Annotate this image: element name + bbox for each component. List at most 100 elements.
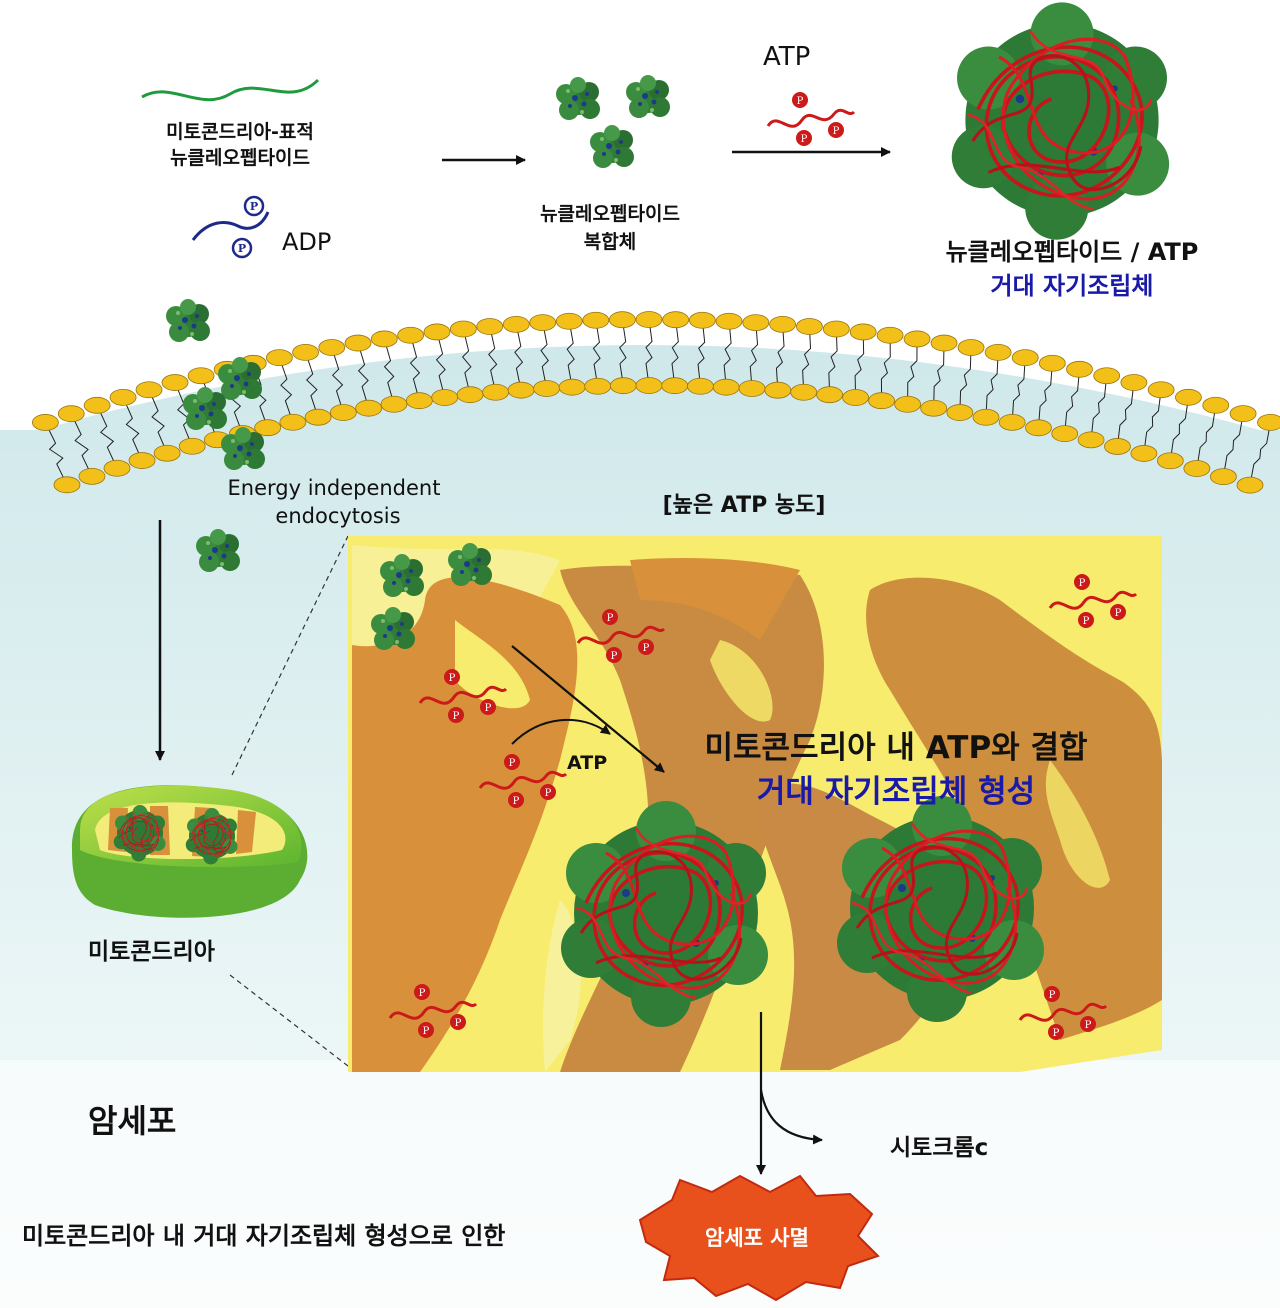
peptide-label-line1: 미토콘드리아-표적 <box>166 121 314 143</box>
lipid-head <box>608 311 636 329</box>
callout-line-bottom <box>229 974 349 1067</box>
peptide-strand <box>141 78 320 102</box>
lipid-head <box>635 311 663 328</box>
assembly-top <box>949 0 1171 242</box>
lipid-head <box>57 405 85 423</box>
lipid-head <box>903 330 931 348</box>
lipid-tail <box>148 389 168 454</box>
lipid-head <box>555 312 583 330</box>
lipid-head <box>329 404 357 421</box>
lipid-head <box>476 318 504 335</box>
cytochrome-label: 시토크롬c <box>890 1135 989 1161</box>
adp-molecule <box>191 195 270 259</box>
lipid-head <box>946 404 974 421</box>
lipid-head <box>876 326 904 344</box>
lipid-head <box>1025 419 1052 437</box>
lipid-head <box>1175 388 1202 406</box>
lipid-head <box>1104 438 1131 455</box>
lipid-tail <box>252 363 269 428</box>
lipid-tail <box>880 335 891 401</box>
lipid-head <box>405 392 433 410</box>
lipid-head <box>1236 476 1264 494</box>
cell-death-burst <box>638 1174 880 1302</box>
lipid-tail <box>933 343 945 409</box>
lipid-head <box>135 381 163 399</box>
lipid-head <box>1130 445 1158 462</box>
lipid-tail <box>331 347 344 413</box>
lipid-head <box>972 408 1000 426</box>
lipid-head <box>265 349 293 367</box>
lipid-tail <box>802 326 812 393</box>
lipid-head <box>431 389 459 406</box>
adp-label: ADP <box>282 228 332 256</box>
lipid-head <box>304 408 332 426</box>
lipid-tail <box>409 335 421 401</box>
lipid-tail <box>959 347 972 413</box>
lipid-tail <box>1064 369 1080 434</box>
arrow-cytochrome <box>759 1089 823 1145</box>
lipid-tail <box>461 328 472 395</box>
lipid-tail <box>592 320 601 387</box>
lipid-head <box>1093 367 1121 385</box>
lipid-head <box>109 388 137 406</box>
atp-molecule-top <box>766 90 856 148</box>
lipid-head <box>380 395 408 413</box>
lipid-head <box>769 315 797 333</box>
lipid-head <box>822 320 850 338</box>
lipid-head <box>31 414 59 431</box>
lipid-tail <box>985 352 999 418</box>
lipid-head <box>318 339 346 356</box>
entering-blob-1 <box>166 299 210 342</box>
lipid-tail <box>775 324 785 391</box>
lipid-head <box>161 374 189 391</box>
lipid-tail <box>514 324 524 391</box>
bind-label-line2: 거대 자기조립체 형성 <box>756 774 1036 810</box>
cell-death-label: 암세포 사멸 <box>705 1226 809 1250</box>
lipid-tail <box>305 352 319 418</box>
lipid-head <box>662 311 690 329</box>
lipid-head <box>78 467 106 485</box>
lipid-tail <box>357 342 370 409</box>
lipid-head <box>816 386 844 404</box>
lipid-head <box>507 381 535 399</box>
lipid-head <box>842 389 869 406</box>
lipid-head <box>687 377 714 395</box>
lipid-head <box>688 311 716 329</box>
lipid-head <box>187 367 215 385</box>
assembly-label-line1: 뉴클레오펩타이드 / ATP <box>945 238 1199 266</box>
lipid-tail <box>1011 357 1026 423</box>
lipid-head <box>344 334 372 352</box>
lipid-head <box>482 383 509 401</box>
lipid-tail <box>671 319 679 386</box>
lipid-head <box>279 413 307 431</box>
lipid-tail <box>1037 363 1053 428</box>
lipid-tail <box>1249 422 1271 486</box>
lipid-head <box>930 334 958 352</box>
lipid-head <box>661 377 689 395</box>
lipid-tail <box>540 322 549 389</box>
lipid-head <box>1051 425 1079 443</box>
lipid-head <box>397 326 425 344</box>
lipid-head <box>355 399 383 417</box>
lipid-tail <box>619 319 627 386</box>
lipid-tail <box>96 405 118 469</box>
lipid-head <box>1229 405 1257 423</box>
lipid-head <box>920 399 948 417</box>
lipid-head <box>715 312 743 330</box>
lipid-head <box>292 343 319 361</box>
lipid-head <box>984 343 1012 361</box>
lipid-tail <box>70 413 93 477</box>
lipid-tail <box>1090 375 1108 440</box>
lipid-head <box>153 444 181 462</box>
lipid-head <box>53 476 81 494</box>
lipid-tail <box>1222 413 1244 477</box>
lipid-head <box>584 377 612 395</box>
lipid-head <box>742 314 770 332</box>
inset-curved-arrow <box>511 718 611 745</box>
lipid-head <box>1183 460 1211 477</box>
lipid-tail <box>697 320 706 387</box>
lipid-tail <box>122 397 143 461</box>
lipid-tail <box>1116 382 1135 447</box>
cell-membrane <box>31 311 1280 494</box>
